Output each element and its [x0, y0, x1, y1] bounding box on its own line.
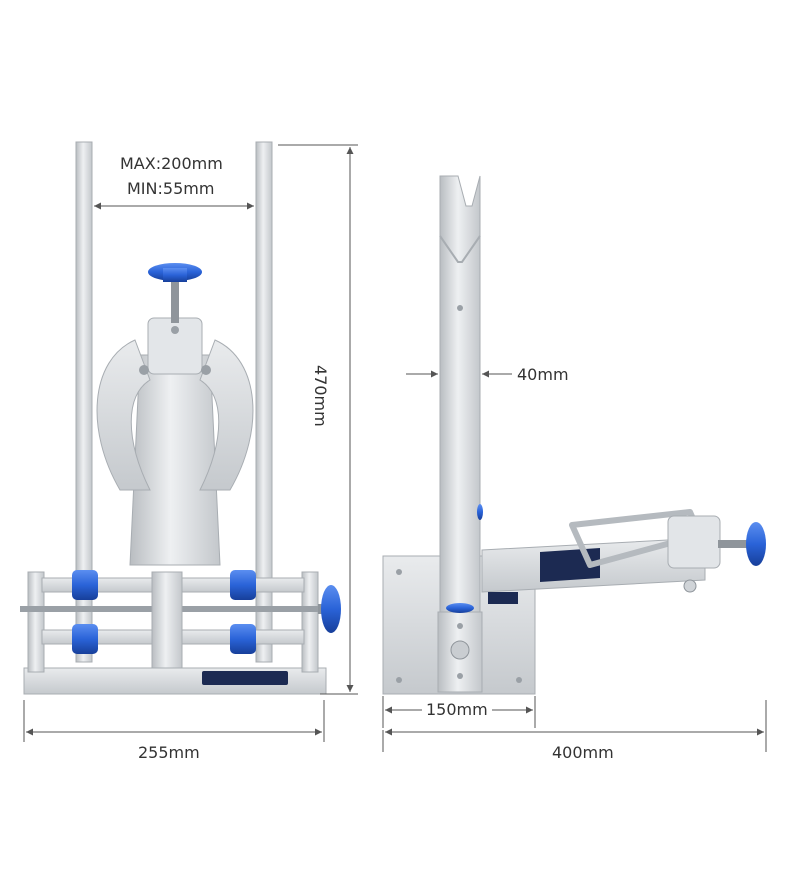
right-upright-arm [255, 141, 273, 663]
max-width-label: MAX:200mm [120, 154, 223, 173]
base-width-label: 255mm [138, 743, 200, 762]
side-adjust-knob-icon [321, 585, 341, 633]
bolt-icon [450, 640, 470, 660]
base-depth-label: 150mm [426, 700, 488, 719]
front-view-stand [20, 141, 341, 695]
side-upright-arm [439, 175, 481, 613]
center-carriage [151, 571, 183, 669]
min-width-label: MIN:55mm [127, 179, 215, 198]
bolt-icon [201, 365, 211, 375]
rod-collar-icon [230, 624, 256, 654]
arm-width-label: 40mm [517, 365, 569, 384]
gauge-screw [718, 540, 748, 548]
bolt-icon [171, 326, 179, 334]
rod-collar-icon [72, 570, 98, 600]
dimension-lines [23, 144, 767, 752]
right-end-block [301, 571, 319, 673]
gauge-right-wing [199, 339, 254, 491]
center-gauge-column [129, 354, 221, 566]
gauge-left-wing [96, 339, 151, 491]
rod-collar-icon [72, 624, 98, 654]
gauge-knob-icon [746, 522, 766, 566]
adjust-screw [171, 278, 179, 323]
product-label-sticker [202, 671, 288, 685]
total-depth-label: 400mm [552, 743, 614, 762]
rod-collar-icon [230, 570, 256, 600]
height-label: 470mm [311, 365, 330, 427]
left-upright-arm [75, 141, 93, 663]
side-view-stand [382, 175, 766, 695]
gauge-head [667, 515, 721, 569]
left-end-block [27, 571, 45, 673]
side-collar-icon [446, 603, 474, 613]
bolt-icon [139, 365, 149, 375]
